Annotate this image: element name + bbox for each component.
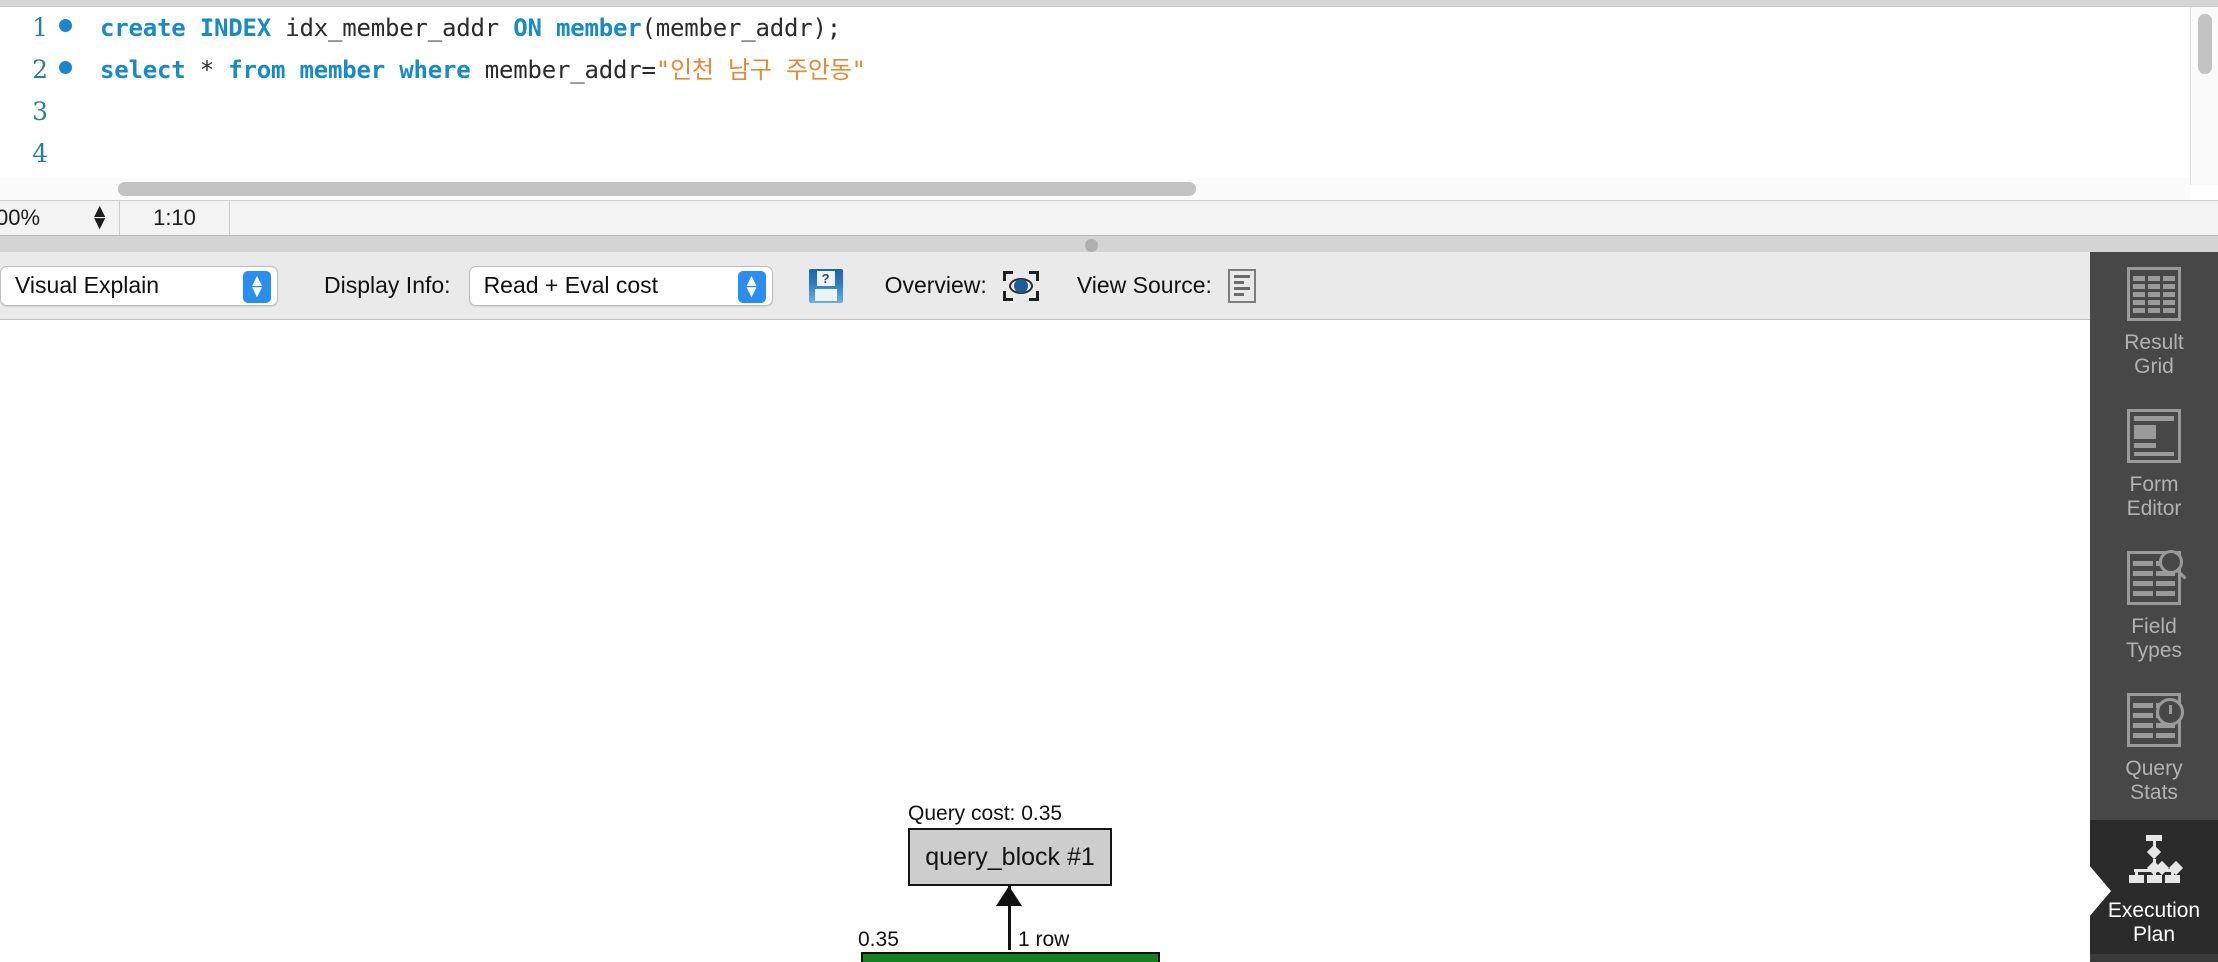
operation-node[interactable]: Non-Unique Key Lookup — [861, 952, 1160, 962]
form-icon — [2127, 409, 2181, 464]
sidebar-item-label: Types — [2125, 639, 2183, 662]
query-block-node[interactable]: query_block #1 — [908, 828, 1112, 886]
sql-code-line[interactable]: 3 — [0, 91, 2190, 133]
sidebar-item-label: Form — [2129, 473, 2179, 497]
line-number: 4 — [32, 139, 48, 168]
editor-vertical-scrollbar[interactable] — [2190, 7, 2218, 185]
editor-status-bar: 00% ▲ ▼ 1:10 — [0, 200, 2218, 236]
sql-code-line[interactable]: 4 — [0, 133, 2190, 175]
sidebar-top-gap — [1962, 236, 2090, 252]
overview-button[interactable] — [1002, 270, 1039, 301]
editor-horizontal-scrollbar[interactable] — [0, 178, 2190, 200]
sidebar-item-label: Field — [2131, 615, 2177, 639]
sidebar-item-label: Stats — [2130, 781, 2178, 804]
view-source-button[interactable] — [1227, 268, 1256, 303]
chevron-updown-icon[interactable]: ▲▼ — [243, 270, 271, 303]
display-info-dropdown[interactable]: Read + Eval cost ▲▼ — [468, 265, 773, 306]
overview-label: Overview: — [884, 272, 987, 298]
sidebar-bottom-strip — [2090, 954, 2218, 962]
sidebar-item-label: Plan — [2132, 923, 2176, 946]
sql-code-line[interactable]: 2 select * from member where member_addr=… — [0, 49, 2190, 91]
explain-toolbar: Visual Explain ▲▼ Display Info: Read + E… — [0, 252, 2090, 320]
panel-splitter[interactable] — [0, 236, 2218, 252]
zoom-stepper-arrows[interactable]: ▲ ▼ — [90, 201, 109, 234]
save-explain-button[interactable]: ? — [808, 268, 843, 303]
view-source-label: View Source: — [1076, 272, 1212, 298]
sql-code-lines[interactable]: 1 create INDEX idx_member_addr ON member(… — [0, 7, 2190, 217]
execution-plan-icon — [2127, 835, 2184, 889]
sidebar-item-label: Query — [2125, 757, 2183, 781]
zoom-stepper[interactable]: 00% ▲ ▼ — [0, 201, 120, 235]
display-info-label: Display Info: — [324, 272, 451, 298]
field-types-icon — [2127, 550, 2183, 606]
edge-rows-label: 1 row — [1018, 928, 1070, 951]
sql-editor[interactable]: 1 create INDEX idx_member_addr ON member(… — [0, 7, 2190, 210]
execution-plan-canvas[interactable]: Query cost: 0.35 query_block #1 0.35 1 r… — [0, 320, 2090, 962]
chevron-updown-icon[interactable]: ▲▼ — [737, 270, 766, 303]
active-indicator-caret-icon — [2089, 865, 2111, 917]
edge-cost-label: 0.35 — [858, 928, 899, 951]
sidebar-item-label: Editor — [2126, 497, 2182, 520]
stepper-down-icon[interactable]: ▼ — [90, 213, 109, 234]
save-floppy-icon: ? — [808, 268, 843, 303]
view-mode-value: Visual Explain — [15, 272, 160, 298]
breakpoint-marker-icon[interactable] — [48, 7, 82, 49]
splitter-grab-handle[interactable] — [1085, 239, 1098, 252]
status-bar-filler — [230, 201, 2218, 235]
sql-code-text: select * from member where member_addr="… — [100, 56, 866, 84]
zoom-value: 00% — [0, 205, 41, 230]
editor-horizontal-scrollbar-thumb[interactable] — [118, 182, 1196, 196]
sql-code-text: create INDEX idx_member_addr ON member(m… — [100, 14, 841, 42]
query-stats-icon — [2127, 693, 2184, 748]
stepper-up-icon[interactable]: ▲ — [90, 201, 109, 223]
breakpoint-marker-icon[interactable] — [48, 49, 82, 91]
grid-icon — [2127, 267, 2181, 322]
sidebar-item-label: Result — [2124, 331, 2184, 355]
sidebar-item-label: Grid — [2134, 355, 2174, 378]
line-number: 3 — [32, 97, 48, 126]
sidebar-item-label: Execution — [2107, 899, 2201, 923]
cursor-position: 1:10 — [120, 201, 230, 235]
sql-code-line[interactable]: 1 create INDEX idx_member_addr ON member(… — [0, 7, 2190, 49]
editor-vertical-scrollbar-thumb[interactable] — [2198, 14, 2212, 74]
line-number: 2 — [32, 55, 48, 84]
flow-arrow-line — [1008, 886, 1011, 950]
window-top-strip — [0, 0, 2218, 7]
eye-icon — [1002, 270, 1039, 301]
query-cost-label: Query cost: 0.35 — [908, 802, 1063, 825]
line-number: 1 — [32, 13, 48, 42]
view-mode-dropdown[interactable]: Visual Explain ▲▼ — [0, 265, 278, 306]
document-lines-icon — [1227, 268, 1256, 303]
display-info-value: Read + Eval cost — [483, 272, 659, 298]
